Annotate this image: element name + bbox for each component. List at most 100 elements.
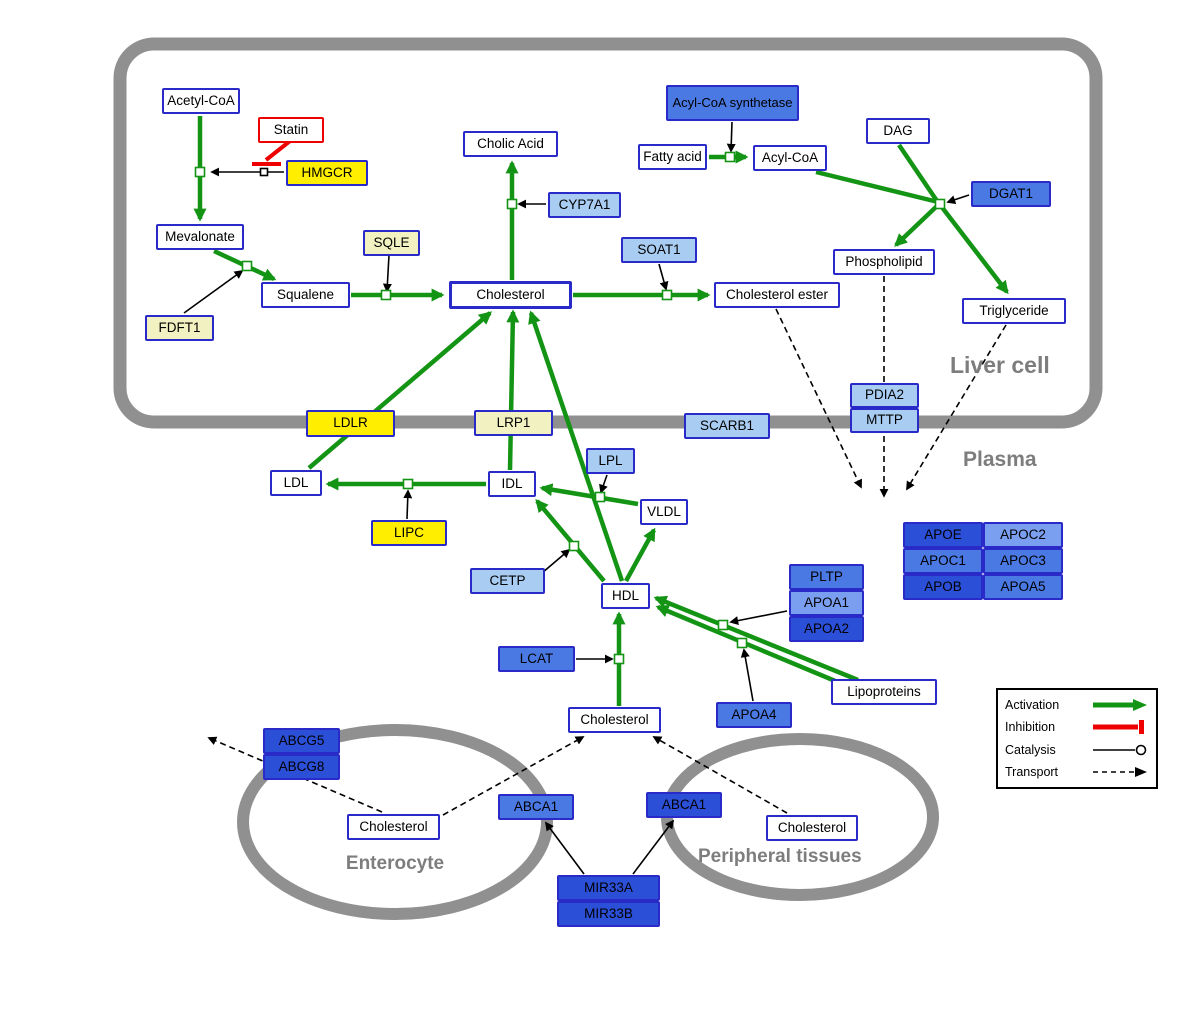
reaction-node [724, 151, 736, 163]
edge-apoa1-catalysis [729, 610, 788, 626]
node-apob[interactable]: APOB [903, 574, 983, 600]
node-ldl[interactable]: LDL [270, 470, 322, 496]
node-cetp[interactable]: CETP [470, 568, 545, 594]
edge-junction-triglyceride [939, 204, 1009, 295]
node-mir33a[interactable]: MIR33A [557, 875, 660, 901]
node-lrp1[interactable]: LRP1 [474, 410, 553, 436]
legend-activation-label: Activation [1005, 698, 1060, 713]
edge-mir33-abca1-peripheral [632, 819, 675, 875]
legend: Activation Inhibition Catalysis Transpor… [996, 688, 1158, 789]
node-apoe[interactable]: APOE [903, 522, 983, 548]
reaction-node [736, 637, 748, 649]
node-hdl[interactable]: HDL [601, 583, 650, 609]
node-scarb1[interactable]: SCARB1 [684, 413, 770, 439]
enterocyte-label: Enterocyte [345, 853, 445, 874]
node-abca1-peripheral[interactable]: ABCA1 [646, 792, 722, 818]
node-lcat[interactable]: LCAT [498, 646, 575, 672]
legend-transport-label: Transport [1005, 764, 1059, 779]
node-apoc2[interactable]: APOC2 [983, 522, 1063, 548]
node-hmgcr[interactable]: HMGCR [286, 160, 368, 186]
node-fdft1[interactable]: FDFT1 [145, 315, 214, 341]
reaction-node [717, 619, 729, 631]
reaction-nodes [194, 151, 946, 665]
reaction-node [506, 198, 518, 210]
edge-soat1-catalysis [658, 263, 669, 291]
node-abcg8[interactable]: ABCG8 [263, 754, 340, 780]
node-mevalonate[interactable]: Mevalonate [156, 224, 244, 250]
node-lipoproteins[interactable]: Lipoproteins [831, 679, 937, 705]
node-cholesterol-plasma[interactable]: Cholesterol [568, 707, 661, 733]
node-dgat1[interactable]: DGAT1 [971, 181, 1051, 207]
node-cholesterol-liver[interactable]: Cholesterol [449, 281, 572, 309]
node-acetyl-coa[interactable]: Acetyl-CoA [162, 88, 240, 114]
node-cholesterol-enterocyte[interactable]: Cholesterol [347, 814, 440, 840]
node-cholic-acid[interactable]: Cholic Acid [463, 131, 558, 157]
node-squalene[interactable]: Squalene [261, 282, 350, 308]
legend-inhibition-label: Inhibition [1005, 720, 1056, 735]
node-acyl-coa-synthetase[interactable]: Acyl-CoA synthetase [666, 85, 799, 121]
catalysis-edges [183, 121, 970, 875]
node-dag[interactable]: DAG [866, 118, 930, 144]
edge-peripheral-cholesterol-to-plasma [652, 736, 788, 814]
edge-hdl-vldl [624, 527, 656, 583]
node-ldlr[interactable]: LDLR [306, 410, 395, 437]
reaction-node [402, 478, 414, 490]
node-lipc[interactable]: LIPC [371, 520, 447, 546]
catalysis-port [259, 167, 269, 177]
node-cholesterol-peripheral[interactable]: Cholesterol [766, 815, 858, 841]
node-mir33b[interactable]: MIR33B [557, 901, 660, 927]
reaction-node [661, 289, 673, 301]
node-apoa2[interactable]: APOA2 [789, 616, 864, 642]
reaction-node [380, 289, 392, 301]
node-cholesterol-ester[interactable]: Cholesterol ester [714, 282, 840, 308]
edge-mir33-abca1-enterocyte [544, 821, 585, 875]
reaction-node [934, 198, 946, 210]
node-abca1-enterocyte[interactable]: ABCA1 [498, 794, 574, 820]
node-mttp[interactable]: MTTP [850, 408, 919, 433]
node-lpl[interactable]: LPL [586, 448, 635, 474]
edge-lpl-catalysis [599, 474, 608, 494]
node-idl[interactable]: IDL [488, 471, 536, 497]
reaction-node [613, 653, 625, 665]
node-pltp[interactable]: PLTP [789, 564, 864, 590]
node-apoc1[interactable]: APOC1 [903, 548, 983, 574]
node-apoa4[interactable]: APOA4 [716, 702, 792, 728]
node-sqle[interactable]: SQLE [363, 230, 420, 256]
node-fatty-acid[interactable]: Fatty acid [638, 144, 707, 170]
activation-edges [193, 116, 1009, 706]
inhibition-tbar-icon [1093, 720, 1144, 735]
node-apoa1[interactable]: APOA1 [789, 590, 864, 616]
edge-triglyceride-to-plasma [906, 324, 1007, 491]
node-apoa5[interactable]: APOA5 [983, 574, 1063, 600]
node-phospholipid[interactable]: Phospholipid [833, 249, 935, 275]
node-soat1[interactable]: SOAT1 [621, 237, 697, 263]
activation-arrow-icon [1093, 699, 1147, 712]
node-acyl-coa[interactable]: Acyl-CoA [753, 145, 827, 171]
edge-sqle-catalysis [382, 254, 392, 293]
node-cyp7a1[interactable]: CYP7A1 [548, 192, 621, 218]
node-statin[interactable]: Statin [258, 117, 324, 143]
catalysis-circle-icon [1093, 744, 1147, 755]
legend-catalysis-label: Catalysis [1005, 742, 1056, 757]
edge-junction-phospholipid [894, 204, 939, 247]
node-abcg5[interactable]: ABCG5 [263, 728, 340, 754]
node-apoc3[interactable]: APOC3 [983, 548, 1063, 574]
edge-cetp-catalysis [541, 548, 571, 574]
node-vldl[interactable]: VLDL [640, 499, 688, 525]
edge-lipoproteins-hdl-1 [653, 595, 859, 683]
edge-lipc-catalysis [403, 489, 413, 520]
legend-row-activation: Activation [1005, 694, 1149, 716]
edge-statin-inhibition [264, 139, 292, 162]
peripheral-tissues-label: Peripheral tissues [698, 846, 862, 867]
edge-ldl-uptake-cholesterol [307, 311, 492, 470]
node-pdia2[interactable]: PDIA2 [850, 383, 919, 408]
reaction-node [241, 260, 253, 272]
edge-acylcoa-junction [815, 169, 939, 205]
node-triglyceride[interactable]: Triglyceride [962, 298, 1066, 324]
liver-cell-label: Liver cell [950, 352, 1050, 378]
legend-row-inhibition: Inhibition [1005, 716, 1149, 738]
reaction-node [194, 166, 206, 178]
legend-row-catalysis: Catalysis [1005, 739, 1149, 761]
